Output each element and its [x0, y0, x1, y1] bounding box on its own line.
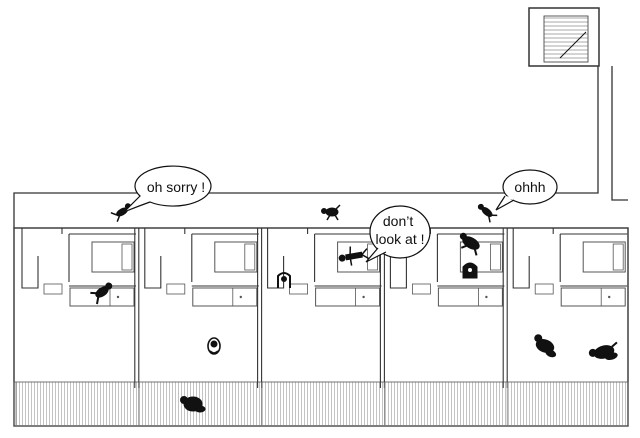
speech-bubble-dont-look: don’t look at !	[365, 205, 431, 263]
sink-tap	[485, 295, 488, 299]
cabinet	[166, 283, 186, 295]
speech-bubble-oh-sorry: oh sorry !	[123, 165, 212, 213]
bed	[337, 241, 381, 273]
units	[15, 228, 628, 426]
balcony-strip	[13, 381, 629, 427]
figure-unit3-bed	[338, 246, 370, 266]
figure-unit1-kitchen	[90, 282, 113, 305]
entry-wall	[267, 228, 285, 289]
unit-2	[134, 228, 259, 426]
figure-unit4-lower	[462, 262, 478, 279]
bed	[214, 241, 258, 273]
sink-tap	[239, 295, 242, 299]
entry-wall	[512, 228, 530, 289]
speech-bubbles: oh sorry ! don’t look at ! ohhh	[123, 165, 558, 263]
corridor-outer-wall	[13, 66, 599, 228]
corridor-inner-wall	[611, 66, 628, 201]
unit-1	[15, 228, 136, 426]
sink-tap	[362, 295, 365, 299]
figure-unit3-wall	[277, 272, 291, 288]
bed	[91, 241, 135, 273]
cabinet	[289, 283, 309, 295]
kitchen-counter	[560, 287, 626, 307]
bed	[459, 241, 503, 273]
stair-arrow	[559, 31, 587, 59]
sink-tap	[608, 295, 611, 299]
unit-5	[502, 228, 628, 426]
figure-unit4-upper	[459, 232, 480, 256]
stairwell-landing	[543, 15, 589, 63]
figure-corridor-3	[477, 203, 498, 223]
unit-3	[257, 228, 382, 426]
cabinet	[534, 283, 554, 295]
speech-bubble-outline	[123, 165, 212, 213]
speech-bubble-text: ohhh	[514, 179, 545, 195]
kitchen-counter	[192, 287, 258, 307]
cabinet	[411, 283, 431, 295]
figure-unit2-balcony	[180, 396, 206, 413]
figure-unit5-right	[588, 341, 618, 361]
entry-wall	[144, 228, 162, 289]
speech-bubble-text: oh sorry !	[147, 179, 205, 195]
sink-tap	[116, 295, 120, 299]
pillow	[612, 243, 624, 271]
corridor	[13, 66, 628, 228]
speech-bubble-ohhh: ohhh	[495, 169, 558, 211]
bed	[582, 241, 626, 273]
figure-unit5-left	[534, 334, 557, 358]
stairwell-outline	[528, 7, 600, 67]
cabinet	[43, 283, 63, 295]
pillow	[489, 243, 501, 271]
pillow	[244, 243, 256, 271]
entry-wall	[21, 228, 39, 289]
unit-4	[379, 228, 505, 426]
pillow	[121, 243, 133, 271]
figure-corridor-2	[321, 204, 341, 221]
speech-bubble-text: don’t look at !	[375, 213, 424, 247]
entry-wall	[389, 228, 407, 289]
stair-treads	[544, 17, 588, 59]
kitchen-counter	[437, 287, 503, 307]
figures	[90, 203, 618, 413]
figure-unit2-center	[207, 337, 221, 355]
kitchen-counter	[315, 287, 381, 307]
stairwell	[528, 7, 600, 67]
